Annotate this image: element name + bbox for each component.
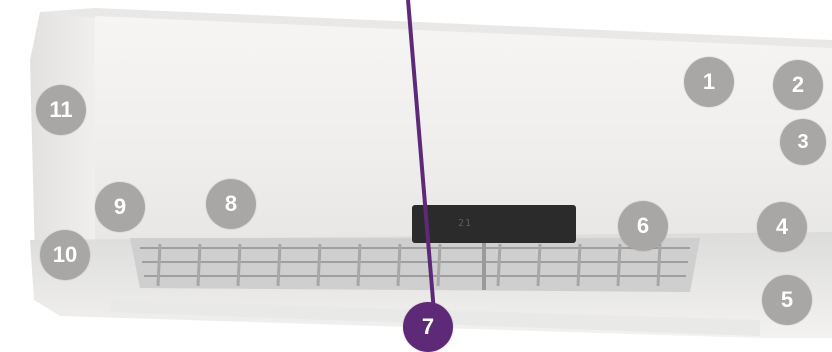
marker-9: 9	[95, 182, 145, 232]
marker-6: 6	[618, 201, 668, 251]
marker-11: 11	[36, 85, 86, 135]
marker-8: 8	[206, 179, 256, 229]
marker-2: 2	[773, 60, 823, 110]
display-readout: 21	[458, 218, 472, 229]
marker-3: 3	[780, 119, 826, 165]
display-panel	[412, 205, 576, 243]
marker-7: 7	[403, 302, 453, 352]
air-outlet-vent	[130, 238, 700, 292]
marker-4: 4	[757, 202, 807, 252]
marker-10: 10	[40, 230, 90, 280]
marker-1: 1	[684, 57, 734, 107]
marker-5: 5	[762, 275, 812, 325]
